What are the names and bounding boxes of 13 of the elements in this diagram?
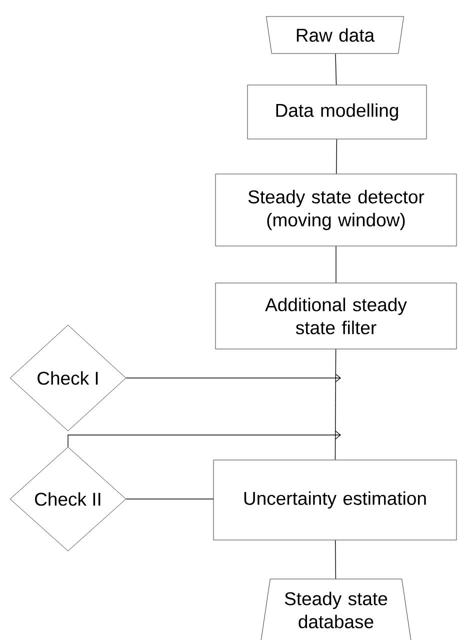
- arrow: [68, 430, 341, 448]
- arrow: [126, 374, 341, 382]
- connector-line: [126, 498, 214, 500]
- process-box: Uncertainty estimation: [213, 460, 457, 540]
- process-box: Data modelling: [247, 84, 427, 140]
- connector-line: [334, 348, 336, 460]
- connector-line: [335, 540, 336, 580]
- connector-line: [335, 53, 337, 86]
- connector-line: [336, 138, 338, 174]
- process-box: Additional steady state filter: [215, 282, 457, 350]
- process-box: Steady state detector (moving window): [215, 174, 457, 246]
- input-trapezoid: Raw data: [266, 16, 404, 54]
- output-trapezoid: Steady state database: [260, 578, 412, 640]
